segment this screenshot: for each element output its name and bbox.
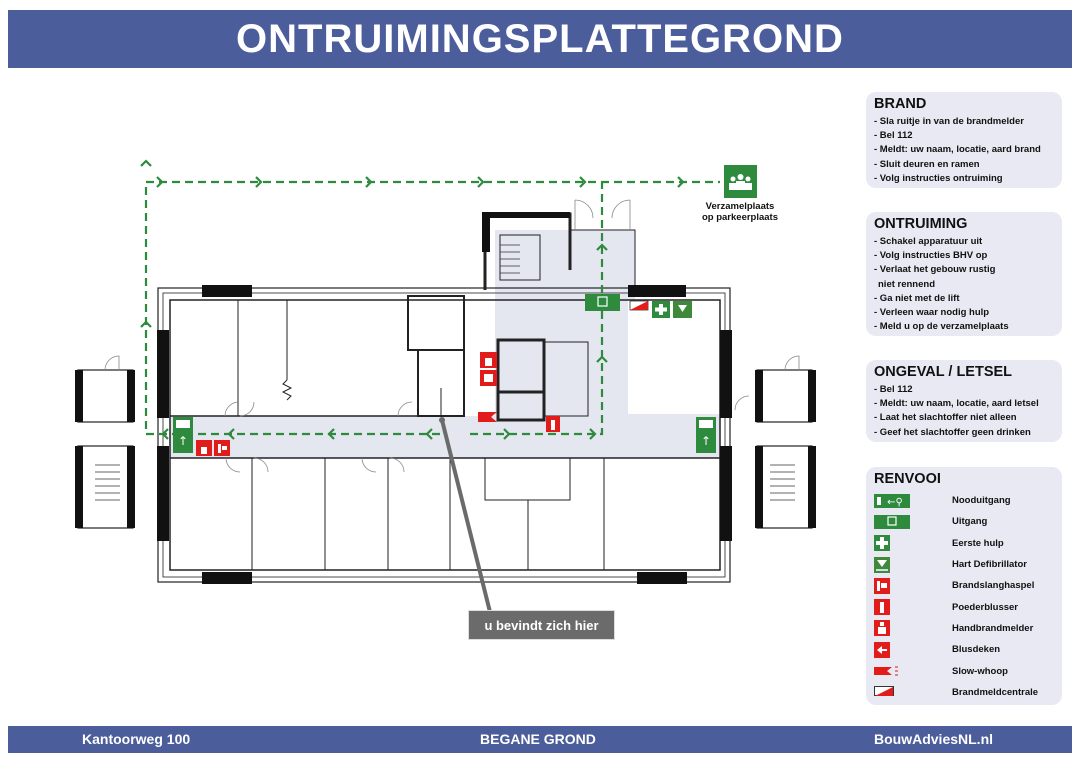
- slow-whoop-sign: [478, 412, 497, 422]
- panel-ongeval: ONGEVAL / LETSEL - Bel 112 - Meldt: uw n…: [866, 360, 1062, 442]
- legend-item: ←⚲ Nooduitgang: [874, 490, 1054, 511]
- aed-sign: [673, 301, 692, 318]
- instruction: - Laat het slachtoffer niet alleen: [874, 412, 1017, 424]
- legend-label: Hart Defibrillator: [952, 559, 1027, 571]
- instruction: - Volg instructies ontruiming: [874, 172, 1003, 184]
- doors: [104, 199, 800, 473]
- assembly-point-line2: op parkeerplaats: [701, 212, 779, 223]
- instruction: - Volg instructies BHV op: [874, 250, 988, 262]
- panel-title: RENVOOI: [874, 471, 941, 487]
- legend-item: Slow-whoop: [874, 660, 1054, 681]
- panel-ontruiming: ONTRUIMING - Schakel apparatuur uit - Vo…: [866, 212, 1062, 336]
- emergency-exit-icon: ←⚲: [874, 492, 952, 510]
- instruction: - Bel 112: [874, 384, 913, 395]
- floor-plan: ↑ ↑: [75, 159, 816, 613]
- instruction: niet rennend: [878, 278, 936, 290]
- legend-label: Brandmeldcentrale: [952, 686, 1039, 698]
- fire-hose-reel-icon: [874, 577, 952, 595]
- legend-item: Eerste hulp: [874, 533, 1054, 554]
- panel-title: ONGEVAL / LETSEL: [874, 364, 1013, 380]
- you-are-here-marker: [439, 417, 445, 423]
- manual-call-point-sign: [480, 352, 497, 368]
- footer-address: Kantoorweg 100: [82, 731, 191, 747]
- fire-hose-reel-sign: [214, 440, 230, 456]
- room-right: [628, 300, 718, 414]
- instruction: - Ga niet met de lift: [874, 292, 960, 304]
- powder-extinguisher-sign: [546, 416, 560, 432]
- route-arrows: [140, 159, 685, 440]
- instruction: - Sluit deuren en ramen: [874, 158, 980, 170]
- legend-item: Handbrandmelder: [874, 618, 1054, 639]
- legend-label: Nooduitgang: [952, 495, 1011, 507]
- aed-icon: [874, 556, 952, 574]
- legend-label: Blusdeken: [952, 644, 1001, 656]
- emergency-exit-sign-right: ↑: [696, 417, 716, 453]
- legend-label: Slow-whoop: [952, 665, 1008, 677]
- first-aid-icon: [874, 534, 952, 552]
- page-title: ONTRUIMINGSPLATTEGROND: [8, 10, 1072, 68]
- footer-floor: BEGANE GROND: [480, 731, 596, 747]
- instruction: - Verleen waar nodig hulp: [874, 307, 990, 319]
- legend-label: Brandslanghaspel: [952, 580, 1035, 592]
- corridor-areas: [170, 230, 720, 458]
- powder-extinguisher-icon: [874, 598, 952, 616]
- instruction: - Meld u op de verzamelplaats: [874, 321, 1009, 333]
- legend-item: Hart Defibrillator: [874, 554, 1054, 575]
- you-are-here-label: u bevindt zich hier: [468, 610, 615, 640]
- you-are-here-pointer: [440, 419, 492, 613]
- instruction: - Meldt: uw naam, locatie, aard letsel: [874, 398, 1039, 410]
- panel-renvooi: RENVOOI ←⚲ Nooduitgang Uitgang Eerste hu…: [866, 467, 1062, 705]
- manual-call-point-icon: [874, 619, 952, 637]
- legend-label: Handbrandmelder: [952, 622, 1034, 634]
- footer-bar: Kantoorweg 100 BEGANE GROND BouwAdviesNL…: [8, 726, 1072, 753]
- instruction: - Schakel apparatuur uit: [874, 236, 983, 247]
- footer-brand: BouwAdviesNL.nl: [874, 731, 994, 747]
- fire-blanket-icon: [874, 641, 952, 659]
- legend-item: Brandslanghaspel: [874, 575, 1054, 596]
- assembly-point-icon: [724, 165, 757, 198]
- legend-item: Brandmeldcentrale: [874, 682, 1054, 703]
- instruction: - Meldt: uw naam, locatie, aard brand: [874, 144, 1041, 156]
- instruction: - Bel 112: [874, 130, 913, 142]
- legend-item: Poederblusser: [874, 596, 1054, 617]
- panel-brand: BRAND - Sla ruitje in van de brandmelder…: [866, 92, 1062, 188]
- assembly-point-label: Verzamelplaats op parkeerplaats: [690, 201, 790, 223]
- svg-text:↑: ↑: [178, 434, 188, 448]
- legend-item: Uitgang: [874, 511, 1054, 532]
- legend-item: Blusdeken: [874, 639, 1054, 660]
- wall-columns: [75, 212, 816, 584]
- legend-label: Eerste hulp: [952, 537, 1004, 549]
- panel-title: BRAND: [874, 96, 927, 112]
- exit-sign: [585, 294, 620, 311]
- manual-call-point-sign: [196, 440, 212, 456]
- svg-text:←⚲: ←⚲: [887, 497, 903, 508]
- panel-title: ONTRUIMING: [874, 216, 968, 232]
- fire-alarm-panel-icon: [874, 683, 952, 701]
- legend-label: Uitgang: [952, 516, 988, 528]
- slow-whoop-icon: [874, 662, 952, 680]
- first-aid-sign: [652, 301, 670, 318]
- fire-hose-reel-sign: [480, 370, 497, 386]
- escape-route: [144, 180, 720, 436]
- stairs: [95, 244, 795, 501]
- instruction: - Sla ruitje in van de brandmelder: [874, 116, 1024, 127]
- exit-icon: [874, 513, 952, 531]
- assembly-point-line1: Verzamelplaats: [705, 201, 775, 212]
- instruction: - Verlaat het gebouw rustig: [874, 264, 996, 276]
- legend-label: Poederblusser: [952, 601, 1018, 613]
- svg-text:↑: ↑: [701, 434, 711, 448]
- emergency-exit-sign-left: ↑: [173, 417, 193, 453]
- instruction: - Geef het slachtoffer geen drinken: [874, 426, 1031, 438]
- fire-alarm-panel-sign: [629, 300, 649, 311]
